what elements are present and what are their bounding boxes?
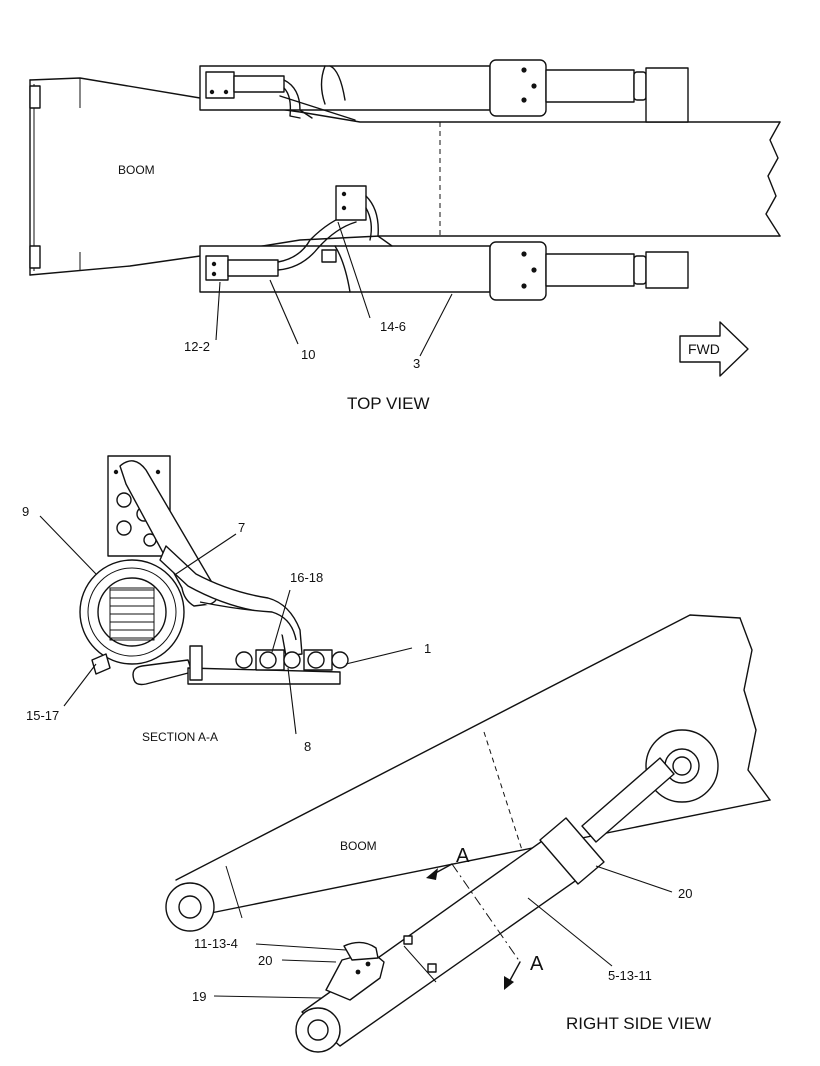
leader-1	[345, 647, 413, 665]
callout-7: 7	[238, 520, 245, 535]
boom-side-view	[165, 614, 771, 932]
right-side-view-title: RIGHT SIDE VIEW	[566, 1014, 711, 1033]
callout-14-6: 14-6	[380, 319, 406, 334]
boom-label-side: BOOM	[340, 839, 377, 853]
callout-10: 10	[301, 347, 315, 362]
boom-label-top: BOOM	[118, 163, 155, 177]
callout-20a: 20	[678, 886, 692, 901]
leader-14-6	[337, 221, 371, 319]
section-cut-line: A A	[426, 845, 544, 990]
leader-11-13-4	[255, 943, 347, 951]
callout-11-13-4: 11-13-4	[194, 936, 238, 951]
callout-16-18: 16-18	[290, 570, 323, 585]
leader-19	[213, 995, 323, 999]
leader-20b	[281, 959, 337, 963]
callout-8: 8	[304, 739, 311, 754]
leader-12-2	[215, 281, 221, 341]
leader-20a	[595, 865, 673, 893]
fwd-arrow: FWD	[679, 321, 749, 377]
section-a-a: 9 7 16-18 1 15-17 8 SECTION A-A	[22, 455, 431, 754]
callout-15-17: 15-17	[26, 708, 59, 723]
callout-3: 3	[413, 356, 420, 371]
section-mark-upper: A	[456, 845, 470, 867]
fwd-label: FWD	[688, 341, 720, 357]
section-mark-lower: A	[530, 953, 544, 975]
callout-1: 1	[424, 641, 431, 656]
callout-12-2: 12-2	[184, 339, 210, 354]
leader-5-13-11	[527, 897, 613, 967]
lower-valve-and-hoses	[205, 185, 393, 281]
leader-8	[287, 667, 297, 735]
top-view: BOOM 12-2 10 3 14-6 FWD TOP VIEW	[29, 59, 781, 413]
section-title: SECTION A-A	[142, 730, 218, 744]
leader-3	[419, 293, 453, 357]
leader-9	[39, 515, 97, 575]
leader-10	[269, 279, 299, 345]
top-view-title: TOP VIEW	[347, 394, 430, 413]
leader-16-18	[271, 589, 291, 653]
callout-5-13-11: 5-13-11	[608, 968, 652, 983]
right-side-view: A A BOOM 20 5-13-11 11-13-4 20 19 RIGHT …	[165, 614, 771, 1053]
callout-20b: 20	[258, 953, 272, 968]
leader-7	[175, 533, 237, 575]
leader-15-17	[63, 663, 97, 707]
callout-19: 19	[192, 989, 206, 1004]
upper-cylinder	[199, 59, 689, 123]
callout-9: 9	[22, 504, 29, 519]
